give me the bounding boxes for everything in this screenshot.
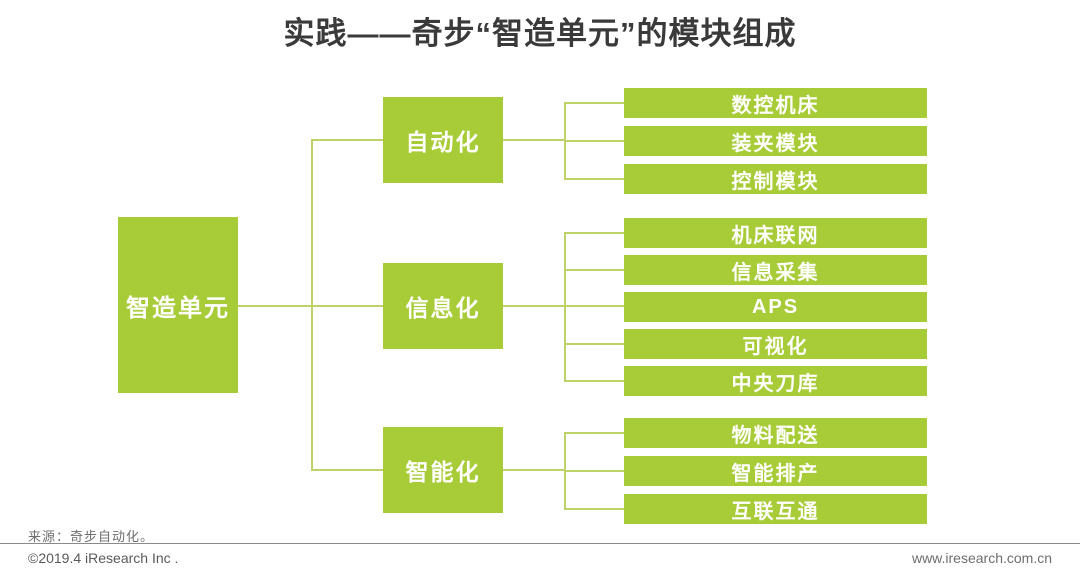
connector-leaf-line [564, 305, 624, 307]
leaf-node: 可视化 [624, 329, 927, 359]
connector-leaf-line [564, 343, 624, 345]
connector-trunk-informatization [564, 232, 566, 382]
website-text: www.iresearch.com.cn [911, 550, 1052, 566]
leaf-node: 智能排产 [624, 456, 927, 486]
connector-leaf-line [564, 432, 624, 434]
node-branch-intelligence: 智能化 [383, 427, 503, 513]
connector-automation-feed [503, 139, 564, 141]
node-root: 智造单元 [118, 217, 238, 393]
leaf-node: 装夹模块 [624, 126, 927, 156]
leaf-node: 物料配送 [624, 418, 927, 448]
connector-leaf-line [564, 508, 624, 510]
connector-leaf-line [564, 178, 624, 180]
connector-informatization-feed [503, 305, 564, 307]
connector-leaf-line [564, 380, 624, 382]
footer-divider [0, 543, 1080, 544]
connector-trunk-main [311, 139, 313, 471]
connector-branch-intelligence [311, 469, 383, 471]
page-title: 实践——奇步“智造单元”的模块组成 [283, 16, 797, 51]
connector-leaf-line [564, 140, 624, 142]
leaf-node: 互联互通 [624, 494, 927, 524]
copyright-text: ©2019.4 iResearch Inc . [28, 550, 179, 566]
leaf-node: 数控机床 [624, 88, 927, 118]
leaf-node: 信息采集 [624, 255, 927, 285]
node-branch-informatization: 信息化 [383, 263, 503, 349]
connector-leaf-line [564, 269, 624, 271]
node-branch-automation: 自动化 [383, 97, 503, 183]
connector-leaf-line [564, 102, 624, 104]
leaf-node: 中央刀库 [624, 366, 927, 396]
connector-intelligence-feed [503, 469, 564, 471]
leaf-node: 机床联网 [624, 218, 927, 248]
connector-leaf-line [564, 232, 624, 234]
source-note: 来源：奇步自动化。 [28, 529, 155, 544]
connector-branch-automation [311, 139, 383, 141]
leaf-node: APS [624, 292, 927, 322]
connector-leaf-line [564, 470, 624, 472]
connector-root-feed [238, 305, 383, 307]
leaf-node: 控制模块 [624, 164, 927, 194]
